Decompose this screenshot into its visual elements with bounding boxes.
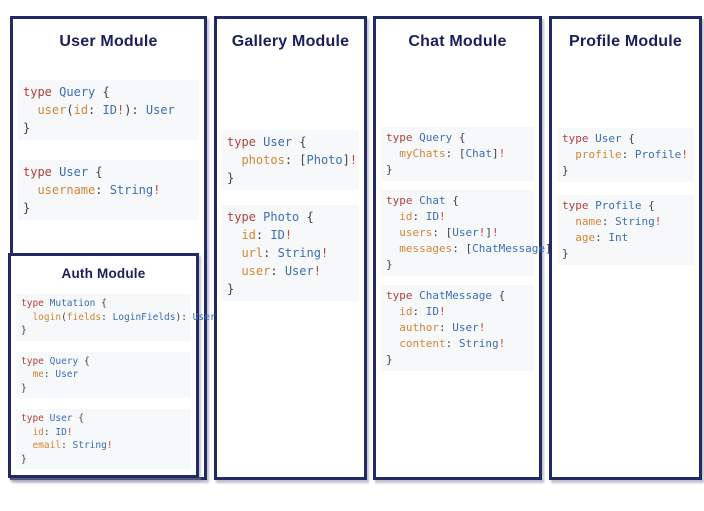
chat-code-block: type Chat { id: ID! users: [User!]! mess… [381,190,558,276]
code-line: type User { [227,135,307,149]
code-line: messages: [ChatMessage]! [399,242,558,255]
auth-code-block: type User { id: ID! email: String!} [16,409,191,469]
code-line: } [386,163,393,176]
code-line: login(fields: LoginFields): User [32,311,216,323]
chat-module-code: type Query { myChats: [Chat]!}type Chat … [381,127,558,380]
gallery-module-panel: Gallery Module type User { photos: [Phot… [214,16,367,480]
code-line: url: String! [241,246,329,260]
code-line: type ChatMessage { [386,289,506,302]
code-line: me: User [32,369,79,380]
code-line: user(id: ID!): User [37,103,175,117]
profile-module-title: Profile Module [568,33,683,50]
code-line: author: User! [399,321,486,334]
code-line: photos: [Photo]! [241,153,358,167]
code-line: myChats: [Chat]! [399,147,506,160]
code-line: id: ID! [399,210,446,223]
code-line: type Mutation { [21,298,107,309]
code-line: } [21,453,27,465]
code-line: type User { [21,413,84,424]
code-line: email: String! [32,440,113,451]
code-line: } [562,164,569,177]
auth-module-title: Auth Module [61,266,146,281]
chat-module-panel: Chat Module type Query { myChats: [Chat]… [373,16,558,480]
code-line: type Query { [23,85,110,99]
code-line: type Query { [21,355,90,367]
code-line: } [21,325,27,336]
code-line: content: String! [399,337,506,350]
profile-code-block: type Profile { name: String! age: Int} [557,195,694,265]
gallery-module-title: Gallery Module [231,33,350,50]
code-line: name: String! [575,215,662,228]
code-line: type Query { [386,131,466,144]
code-line: type User { [23,165,103,179]
code-line: user: User! [241,264,321,278]
user-code-block: type Query { user(id: ID!): User} [18,80,199,140]
code-line: } [23,121,31,135]
user-code-block: type User { username: String!} [18,160,199,220]
code-line: type Chat { [386,194,459,207]
code-line: users: [User!]! [399,226,499,239]
auth-code-block: type Query { me: User} [16,351,191,398]
profile-module-panel: Profile Module type User { profile: Prof… [549,16,702,480]
code-line: type Photo { [227,210,314,224]
code-line: age: Int [575,231,629,244]
code-line: } [227,282,235,296]
code-line: username: String! [37,183,161,197]
auth-code-block: type Mutation { login(fields: LoginField… [16,294,216,341]
code-line: type User { [562,132,635,145]
code-line: } [21,382,27,394]
code-line: profile: Profile! [575,148,688,161]
code-line: } [227,171,235,185]
chat-code-block: type Query { myChats: [Chat]!} [381,127,534,181]
auth-module-code: type Mutation { login(fields: LoginField… [16,294,216,480]
code-line: id: ID! [241,228,293,242]
profile-code-block: type User { profile: Profile!} [557,128,694,182]
gallery-code-block: type Photo { id: ID! url: String! user: … [222,205,359,301]
gallery-module-code: type User { photos: [Photo]!}type Photo … [222,130,359,316]
code-line: id: ID! [399,305,446,318]
code-line: } [23,201,31,215]
chat-code-block: type ChatMessage { id: ID! author: User!… [381,285,534,371]
profile-module-code: type User { profile: Profile!}type Profi… [557,128,694,278]
user-module-code: type Query { user(id: ID!): User}type Us… [18,80,199,240]
code-line: } [386,353,393,366]
code-line: } [562,247,569,260]
code-line: id: ID! [32,426,73,438]
chat-module-title: Chat Module [408,33,507,50]
user-module-title: User Module [59,33,158,50]
code-line: type Profile { [562,199,655,212]
gallery-code-block: type User { photos: [Photo]!} [222,130,359,190]
code-line: } [386,258,393,271]
auth-module-panel: Auth Module type Mutation { login(fields… [8,253,216,480]
